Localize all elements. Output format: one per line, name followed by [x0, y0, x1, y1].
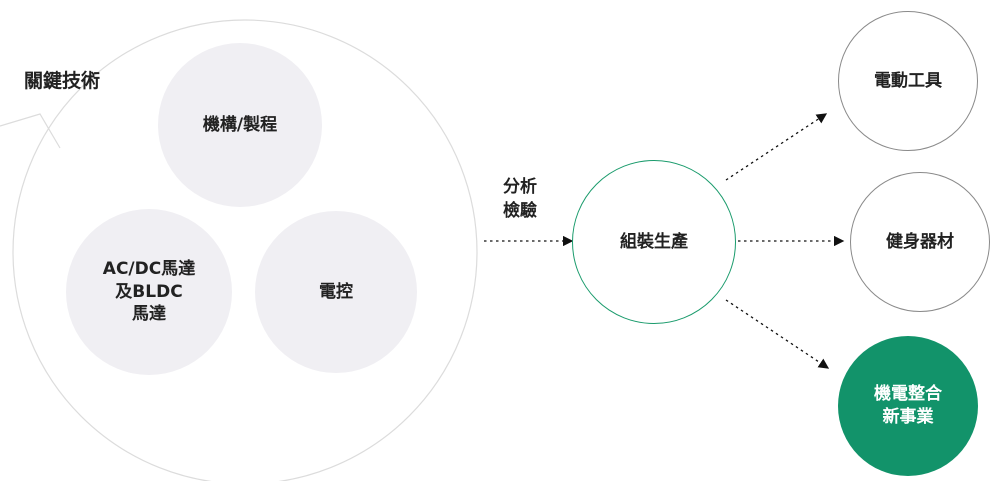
- arrow-to-power-tools: [725, 113, 828, 181]
- arrow-to-new-business: [725, 299, 830, 369]
- output-power-tools: 電動工具: [838, 11, 978, 151]
- assembly-production-node: 組裝生產: [572, 160, 736, 324]
- key-tech-enclosure: [12, 19, 478, 481]
- tech-motors: AC/DC馬達 及BLDC 馬達: [66, 209, 232, 375]
- tech-mechanism-process: 機構/製程: [158, 43, 322, 207]
- output-new-business: 機電整合 新事業: [838, 336, 978, 476]
- key-tech-title: 關鍵技術: [24, 70, 101, 92]
- analysis-inspection-label: 分析 檢驗: [503, 177, 537, 221]
- output-fitness-equipment: 健身器材: [850, 172, 990, 312]
- tech-electric-control: 電控: [255, 211, 417, 373]
- cycle-arrow-icon: [0, 113, 61, 149]
